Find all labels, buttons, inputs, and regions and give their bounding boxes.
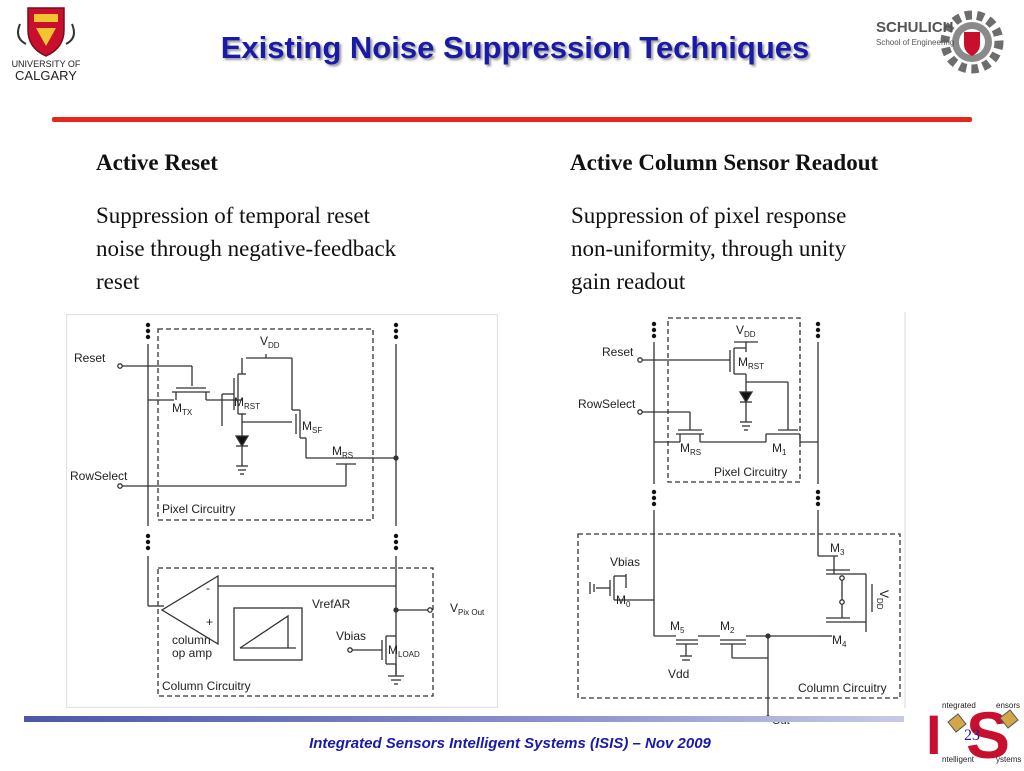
vbias-label-right: Vbias: [610, 555, 640, 569]
vdd-low-label: Vdd: [668, 667, 689, 681]
op-amp-plus: +: [206, 615, 213, 629]
isis-systems-text: ystems: [996, 755, 1021, 764]
mload-label: MLOAD: [388, 643, 420, 659]
op-amp-minus: -: [206, 581, 210, 595]
isis-sensors-text: ensors: [996, 701, 1020, 710]
rowselect-label: RowSelect: [70, 469, 128, 483]
m2-label: M2: [720, 619, 735, 635]
reset-label-right: Reset: [602, 345, 634, 359]
active-reset-schematic: Pixel Circuitry Reset MTX VDD MRST MSF M…: [66, 314, 498, 708]
title-divider: [52, 117, 972, 122]
page-number: 23: [964, 727, 980, 744]
left-column-heading: Active Reset: [96, 150, 218, 175]
column-circuitry-label: Column Circuitry: [162, 679, 251, 693]
gear-icon: [940, 10, 1004, 74]
active-column-sensor-schematic: Pixel Circuitry VDD Reset MRST RowSelect…: [577, 312, 906, 726]
m4-label: M4: [832, 633, 847, 649]
mrst-label: MRST: [234, 395, 260, 411]
continuation-dots: [145, 322, 399, 551]
vdd-side-label: VDD: [875, 590, 891, 610]
vrefar-label: VrefAR: [312, 597, 351, 611]
schulich-logo: SCHULICH School of Engineering: [872, 6, 1012, 76]
mrs-label-right: MRS: [680, 441, 701, 457]
left-body-line: Suppression of temporal reset: [96, 203, 371, 228]
isis-s-letter: S: [966, 698, 1010, 766]
left-column-body: Suppression of temporal reset noise thro…: [96, 199, 496, 298]
photodiode-icon: [738, 391, 754, 404]
msf-label: MSF: [302, 419, 322, 435]
vdd-label-right: VDD: [736, 323, 756, 339]
right-body-line: gain readout: [571, 269, 686, 294]
rowselect-label-right: RowSelect: [578, 397, 636, 411]
isis-intelligent-text: ntelligent: [942, 755, 975, 764]
chip-icon: [999, 709, 1019, 729]
isis-integrated-text: ntegrated: [942, 701, 976, 710]
calgary-crest-icon: UNIVERSITY OF CALGARY: [12, 7, 81, 83]
slide-title: Existing Noise Suppression Techniques: [220, 30, 810, 65]
vpixout-label: VPix Out: [450, 601, 485, 617]
m1-label: M1: [772, 441, 787, 457]
m5-label: M5: [670, 619, 685, 635]
continuation-dots: [651, 321, 821, 507]
opamp-label-2: op amp: [172, 646, 212, 660]
university-of-calgary-logo: UNIVERSITY OF CALGARY: [6, 4, 86, 84]
m0-label: M0: [616, 593, 631, 609]
vbias-label: Vbias: [336, 629, 366, 643]
photodiode-icon: [234, 435, 250, 448]
mrst-label-right: MRST: [738, 355, 764, 371]
chip-icon: [947, 713, 967, 733]
mrs-label: MRS: [332, 444, 353, 460]
ramp-waveform: [239, 614, 289, 649]
isis-logo: I S ntegrated ntelligent ensors ystems: [924, 694, 1024, 771]
schulich-school-text: School of Engineering: [876, 38, 954, 47]
schulich-name-text: SCHULICH: [876, 19, 954, 36]
footer-bar: [24, 716, 904, 722]
reset-label: Reset: [74, 351, 106, 365]
column-circuitry-label-right: Column Circuitry: [798, 681, 887, 695]
isis-i-letter: I: [926, 703, 942, 766]
right-column-heading: Active Column Sensor Readout: [570, 150, 879, 175]
footer-text: Integrated Sensors Intelligent Systems (…: [309, 735, 711, 752]
left-body-line: noise through negative-feedback: [96, 236, 397, 261]
m3-label: M3: [830, 541, 845, 557]
mtx-label: MTX: [172, 401, 193, 417]
op-amp-icon: [160, 574, 219, 646]
vdd-label: VDD: [260, 334, 280, 350]
right-body-line: non-uniformity, through unity: [571, 236, 847, 261]
right-column-body: Suppression of pixel response non-unifor…: [571, 199, 951, 298]
calgary-university-text: UNIVERSITY OF: [12, 59, 81, 69]
right-body-line: Suppression of pixel response: [571, 203, 847, 228]
left-body-line: reset: [96, 269, 140, 294]
pixel-circuitry-label: Pixel Circuitry: [162, 502, 235, 516]
pixel-circuitry-label-right: Pixel Circuitry: [714, 465, 787, 479]
calgary-name-text: CALGARY: [15, 68, 77, 83]
opamp-label-1: column: [172, 633, 211, 647]
